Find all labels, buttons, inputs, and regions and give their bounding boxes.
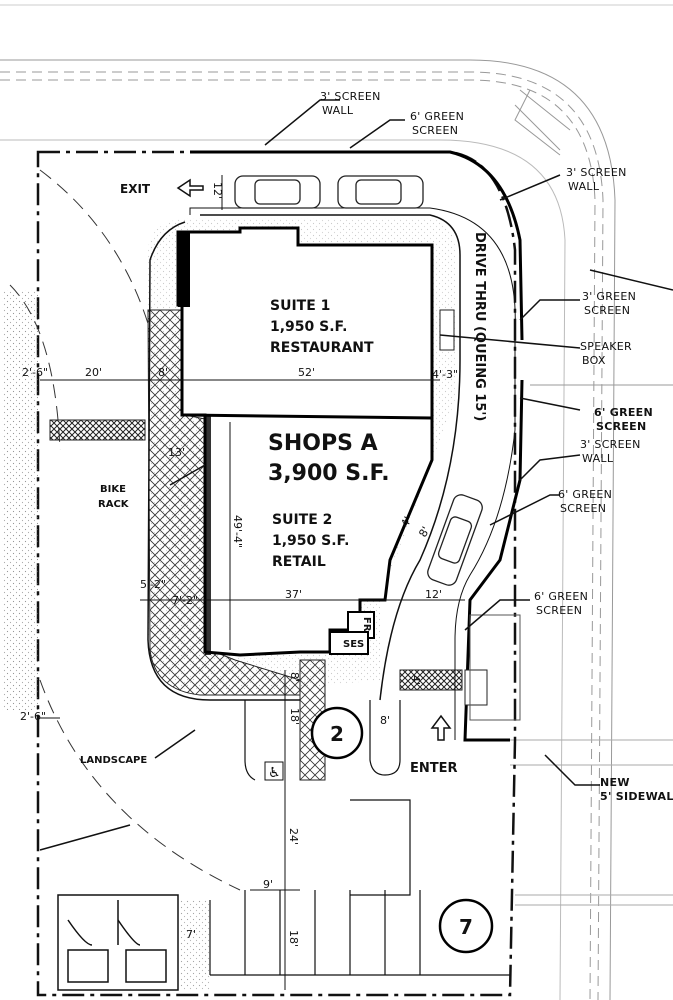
- callout-screen-wall-top-2: WALL: [322, 104, 354, 117]
- callout-speaker-1: SPEAKER: [580, 340, 632, 353]
- exit-arrow-icon: [176, 178, 204, 198]
- dim-20: 20': [85, 366, 102, 379]
- dim-18-a: 18': [288, 708, 301, 725]
- drive-thru-outer: [189, 207, 516, 740]
- callout-screen-wall-right-1: 3' SCREEN: [566, 166, 627, 179]
- screen-walls: [190, 150, 524, 742]
- dim-37: 37': [285, 588, 302, 601]
- callout-screen-wall-mid-1: 3' SCREEN: [580, 438, 641, 451]
- dim-24: 24': [287, 828, 300, 845]
- dim-8-left: 8': [158, 366, 168, 379]
- callout-green-screen-6b-1: 6' GREEN: [558, 488, 612, 501]
- callout-green-screen-3-1: 3' GREEN: [582, 290, 636, 303]
- marker-7-circle: [438, 898, 494, 954]
- callout-screen-wall-right-2: WALL: [568, 180, 600, 193]
- suite2-name: SUITE 2: [272, 512, 332, 528]
- dim-7: 7': [186, 928, 196, 941]
- dim-5-2: 5'-2": [140, 578, 166, 591]
- bike-rack-label-1: BIKE: [100, 484, 126, 495]
- crosswalk-right: [399, 669, 463, 691]
- shops-area: 3,900 S.F.: [268, 461, 390, 486]
- dimension-lines: [40, 175, 465, 990]
- callout-sidewalk-1: NEW: [600, 776, 630, 789]
- bike-rack-label-2: RACK: [98, 499, 130, 510]
- speaker-box: [439, 309, 455, 351]
- accessible-icon: ♿: [268, 765, 281, 781]
- dim-2-6-bottom: 2'-6": [20, 710, 46, 723]
- callout-green-screen-6a-2: SCREEN: [596, 420, 647, 433]
- callout-green-screen-6b-2: SCREEN: [560, 502, 606, 515]
- callout-screen-wall-top-1: 3' SCREEN: [320, 90, 381, 103]
- building-shops-a: [176, 226, 434, 657]
- dim-4-walk: 4': [409, 675, 422, 685]
- dim-8-drive: 8': [416, 524, 432, 539]
- dim-12-right: 12': [425, 588, 442, 601]
- callout-sidewalk-2: 5' SIDEWAL: [600, 790, 673, 803]
- arrows: [39, 99, 673, 851]
- marker-2-label: 2: [330, 722, 344, 746]
- callout-green-screen-top-2: SCREEN: [412, 124, 458, 137]
- callout-green-screen-6c-2: SCREEN: [536, 604, 582, 617]
- dim-18-b: 18': [287, 930, 300, 947]
- dim-9: 9': [263, 878, 273, 891]
- callout-speaker-2: BOX: [582, 354, 606, 367]
- dim-8-island: 8': [380, 714, 390, 727]
- accessible-parking-sign: [264, 761, 284, 781]
- callout-green-screen-6c-1: 6' GREEN: [534, 590, 588, 603]
- right-ramp: [464, 669, 488, 706]
- exit-label: EXIT: [120, 182, 151, 196]
- dim-49-4: 49'-4": [231, 515, 244, 548]
- dim-12-exit: 12': [211, 182, 224, 199]
- shops-name: SHOPS A: [268, 431, 378, 456]
- landscape-bottom-left: [180, 900, 210, 990]
- enter-arrow-icon: [430, 714, 452, 741]
- dim-2-6-top: 2'-6": [22, 366, 48, 379]
- suite2-use: RETAIL: [272, 554, 326, 570]
- suite1-use: RESTAURANT: [270, 340, 374, 356]
- marker-7-label: 7: [459, 915, 473, 939]
- dim-52: 52': [298, 366, 315, 379]
- callout-green-screen-top-1: 6' GREEN: [410, 110, 464, 123]
- landscape-arcs: [9, 169, 241, 891]
- enter-label: ENTER: [410, 761, 458, 776]
- street-lines: [0, 4, 673, 1000]
- callout-green-screen-6a-1: 6' GREEN: [594, 406, 653, 419]
- callout-screen-wall-mid-2: WALL: [582, 452, 614, 465]
- fr-label: FR: [361, 617, 372, 632]
- dim-7-2: 7'-2": [172, 594, 198, 607]
- ses-label: SES: [343, 639, 364, 650]
- parking-stalls: [209, 700, 510, 976]
- suite1-name: SUITE 1: [270, 298, 330, 314]
- right-pad: [469, 614, 521, 721]
- landscape-label: LANDSCAPE: [80, 755, 147, 766]
- drive-thru-lane: [147, 214, 461, 701]
- dim-4-3: 4'-3": [432, 368, 458, 381]
- trash-enclosure: [57, 894, 179, 991]
- suite1-area: 1,950 S.F.: [270, 319, 347, 335]
- crosswalk-left: [49, 419, 146, 441]
- marker-2-circle: [310, 706, 364, 760]
- cars: [234, 175, 483, 586]
- landscape-strip-left: [2, 290, 38, 710]
- dim-13: 13': [168, 446, 185, 459]
- drive-thru-label: DRIVE THRU (QUEING 15'): [472, 232, 487, 421]
- dim-8-entry: 8': [288, 672, 301, 682]
- callout-green-screen-3-2: SCREEN: [584, 304, 630, 317]
- suite2-area: 1,950 S.F.: [272, 533, 349, 549]
